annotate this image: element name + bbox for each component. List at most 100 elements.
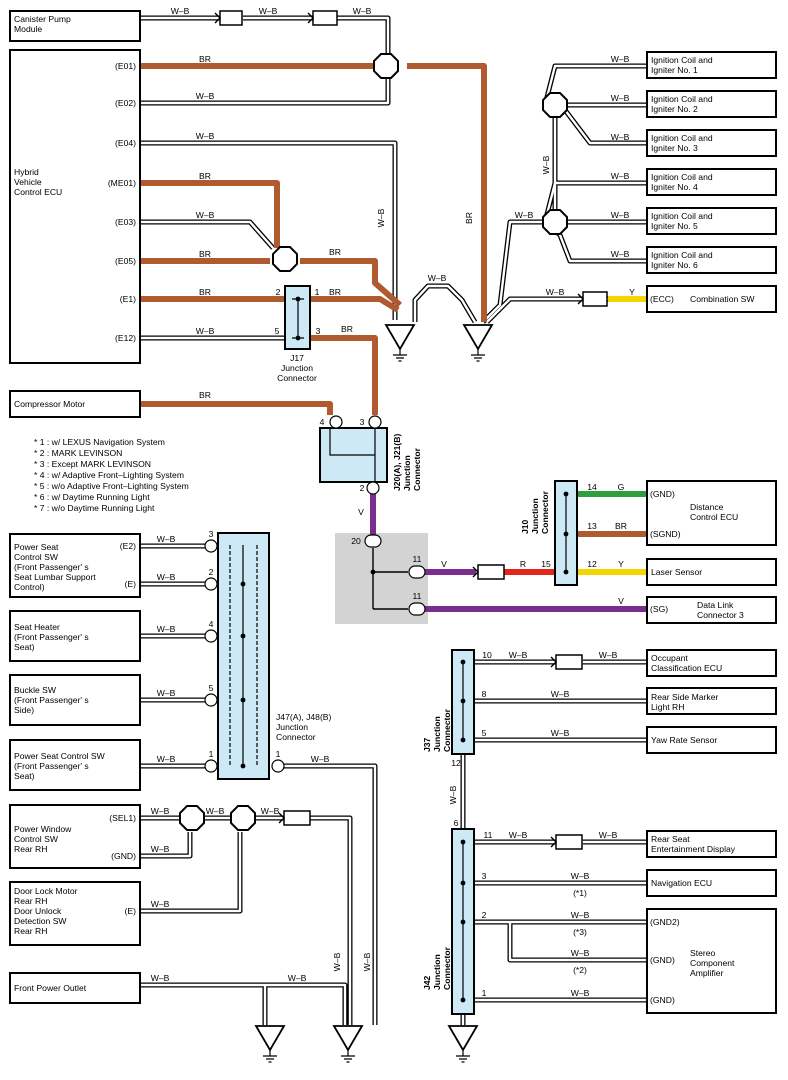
wire-color-label: R [520,559,526,569]
pin-number: 2 [209,567,214,577]
pin-number: 12 [587,559,597,569]
wire-color-label: W–B [157,624,176,634]
wb-wire-outer [140,78,391,106]
footnote: * 5 : w/o Adaptive Front–Lighting System [34,481,189,491]
wire-color-label: W–B [611,171,630,181]
wire-color-label: Y [629,287,635,297]
junction-dot [240,633,246,639]
pin-number: 1 [276,749,281,759]
ground-triangle [254,1025,286,1052]
wire-color-label: V [441,559,447,569]
power-outlet-label: Front Power Outlet [14,983,87,993]
terminal-label: (GND) [650,955,675,965]
wire-color-label: W–B [551,728,570,738]
laser-sensor-box [646,558,777,586]
wire-color-label: W–B [196,131,215,141]
wire-color-label: (*1) [573,888,587,898]
wb-wire-inner [474,920,647,962]
wire-color-label: W–B [157,534,176,544]
footnote: * 6 : w/ Daytime Running Light [34,492,150,502]
wire-color-label: BR [329,247,341,257]
connector-arrow [472,566,479,578]
colored-wires [140,63,648,612]
wire-color-label: BR [341,324,353,334]
wire-color-label: W–B [151,973,170,983]
coil1-box [646,51,777,79]
connector-arrow [307,12,314,24]
splice-node [542,209,568,235]
wb-wire-inner [140,983,347,1025]
ground-triangle [447,1025,479,1052]
ps-control-label: Power Seat Control SW(Front Passenger' s… [14,751,106,781]
buckle-sw-box [9,674,141,726]
wire-color-label: BR [615,521,627,531]
pin-number: 1 [209,749,214,759]
pw-sw-box [9,804,141,869]
laser-sensor-label: Laser Sensor [651,567,702,577]
pin-number: 3 [209,529,214,539]
wire-color-label: W–B [541,155,551,174]
wire-color-label: W–B [157,754,176,764]
coil6-box [646,246,777,274]
terminal-label: (SG) [650,604,668,614]
wire-color-label: W–B [157,688,176,698]
inline-connectors [214,10,608,850]
junction-dot [460,919,466,925]
wire-color-label: W–B [332,952,342,971]
pin-circle [408,565,426,579]
yaw-label: Yaw Rate Sensor [651,735,717,745]
canister-pump-box [9,10,141,42]
compressor-box [9,390,141,418]
wire-color-label: W–B [599,830,618,840]
footnote: * 4 : w/ Adaptive Front–Lighting System [34,470,184,480]
wb-wire-inner [140,16,390,54]
wb-wire-inner [140,220,274,249]
footnote: * 1 : w/ LEXUS Navigation System [34,437,165,447]
pin-number: 20 [351,536,361,546]
wire-br-compressor [140,401,333,415]
junction-dot [460,737,466,743]
combination-sw-label: Combination SW [690,294,755,304]
wire-color-label: W–B [288,973,307,983]
ground-lines [341,1050,355,1063]
terminal-label: (E05) [115,256,136,266]
connector-arrow [577,293,584,305]
inline-connector [555,654,583,670]
splice-node [373,53,399,79]
terminal-label: (GND) [111,851,136,861]
nav-ecu-box [646,869,777,897]
wire-color-label: BR [199,287,211,297]
pin-number: 1 [315,287,320,297]
wire-color-label: W–B [151,899,170,909]
wire-color-label: W–B [428,273,447,283]
splice-node [542,92,568,118]
distance-ecu-box [646,480,777,546]
wire-color-label: W–B [571,910,590,920]
wb-wire-inner [278,764,377,1025]
wb-wire-outer [140,982,348,1025]
ground-triangle [462,324,494,351]
junction-dot [240,763,246,769]
connector-arrow [550,836,557,848]
wire-color-label: W–B [515,210,534,220]
pin-number: 11 [413,591,422,601]
wire-color-label: BR [199,249,211,259]
connector-arrow [550,656,557,668]
ps-control-box [9,739,141,791]
splice-nodes [179,53,568,831]
wire-color-label: (*2) [573,965,587,975]
pin-circle [204,539,218,553]
junction-dot [563,569,569,575]
ground-symbols [254,324,494,1063]
wire-br-j17-out [310,335,378,415]
pin-number: 15 [541,559,551,569]
